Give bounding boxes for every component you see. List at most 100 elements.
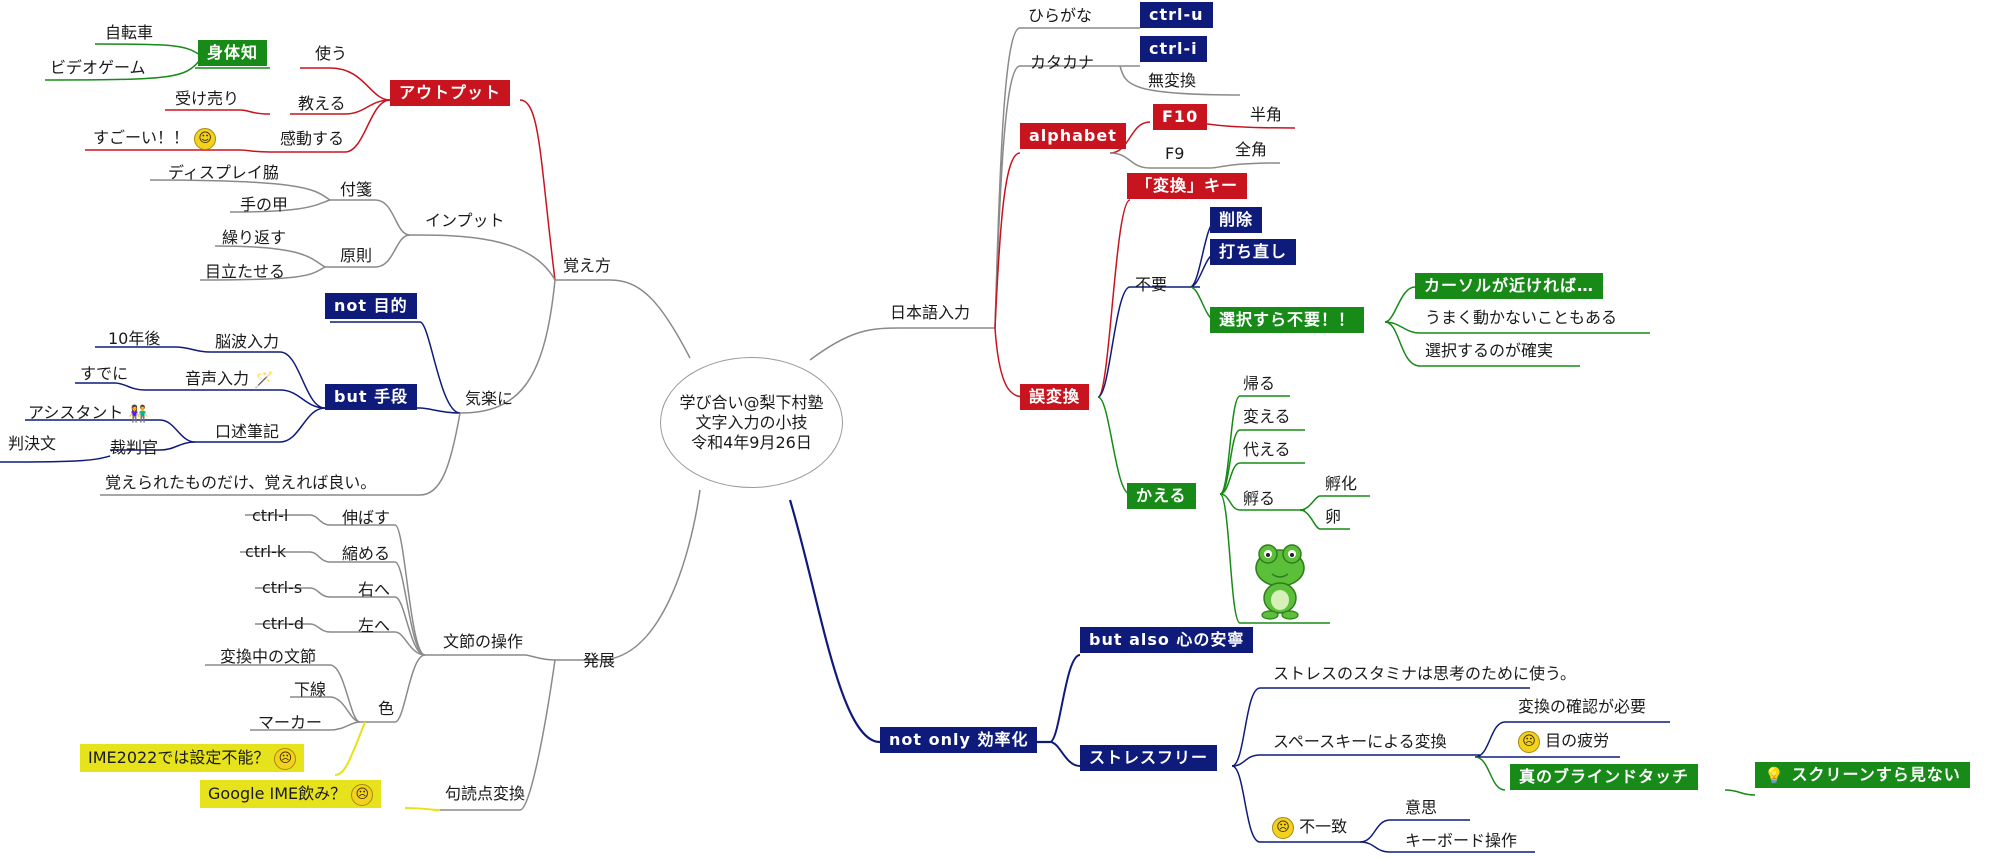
node-sugoi[interactable]: すごーい！！ ☺ [93, 127, 217, 150]
node-hiragana[interactable]: ひらがな [1028, 6, 1093, 25]
node-marker[interactable]: マーカー [258, 713, 323, 732]
node-ctrl-u[interactable]: ctrl-u [1140, 2, 1213, 28]
node-kaeru2[interactable]: 変える [1243, 407, 1291, 426]
node-ctrl-s[interactable]: ctrl-s [262, 578, 303, 597]
node-ime2022[interactable]: IME2022では設定不能？ ☹ [80, 744, 305, 772]
tired-face-icon: ☹ [1518, 730, 1540, 753]
node-henkankey[interactable]: 「変換」キー [1127, 173, 1248, 199]
node-zenkaku[interactable]: 全角 [1235, 140, 1268, 159]
node-stressfree[interactable]: ストレスフリー [1080, 745, 1218, 771]
node-gensoku[interactable]: 原則 [340, 246, 373, 265]
people-icon: 👫 [128, 403, 149, 423]
node-oboerareta[interactable]: 覚えられたものだけ、覚えれば良い。 [105, 473, 377, 492]
node-kiraku[interactable]: 気楽に [465, 389, 514, 408]
node-chijimeru[interactable]: 縮める [342, 544, 391, 563]
node-fuka[interactable]: 孵化 [1325, 474, 1358, 493]
node-fuyou[interactable]: 不要 [1135, 275, 1168, 294]
sad-face-icon: ☹ [351, 783, 374, 806]
node-hirou[interactable]: ☹ 目の疲労 [1518, 730, 1609, 753]
magic-wand-icon: 🪄 [254, 369, 275, 389]
node-sakujo[interactable]: 削除 [1210, 207, 1263, 233]
node-ctrl-k[interactable]: ctrl-k [245, 542, 287, 561]
node-stamina[interactable]: ストレスのスタミナは思考のために使う。 [1273, 664, 1577, 683]
node-bunsetsu[interactable]: 文節の操作 [443, 632, 524, 651]
node-katakana[interactable]: カタカナ [1030, 53, 1095, 72]
node-medataseru[interactable]: 目立たせる [205, 262, 286, 281]
node-muhenkan[interactable]: 無変換 [1148, 71, 1197, 90]
node-kaeru1[interactable]: 帰る [1243, 374, 1276, 393]
node-shintaichi[interactable]: 身体知 [198, 40, 268, 66]
onsei-label: 音声入力 [185, 369, 250, 388]
node-googleime[interactable]: Google IME飲み？ ☹ [200, 780, 382, 808]
node-blindtouch[interactable]: 真のブラインドタッチ [1510, 764, 1699, 790]
node-kakunin[interactable]: 変換の確認が必要 [1518, 697, 1647, 716]
node-display[interactable]: ディスプレイ脇 [168, 163, 279, 182]
node-sudeni[interactable]: すでに [80, 364, 129, 383]
node-hanketsu[interactable]: 判決文 [8, 434, 57, 453]
node-sentakusuru[interactable]: 選択するのが確実 [1425, 341, 1554, 360]
node-notmokuteki[interactable]: not 目的 [325, 293, 417, 319]
sugoi-label: すごーい！！ [93, 128, 190, 147]
node-junen[interactable]: 10年後 [108, 329, 161, 348]
node-f9[interactable]: F9 [1165, 144, 1185, 163]
node-saibankan[interactable]: 裁判官 [110, 438, 159, 457]
node-f10[interactable]: F10 [1153, 104, 1208, 130]
node-kandou[interactable]: 感動する [280, 129, 345, 148]
node-spacekey[interactable]: スペースキーによる変換 [1273, 732, 1447, 751]
node-hidari[interactable]: 左へ [358, 616, 391, 635]
node-fuicchi[interactable]: ☹ 不一致 [1272, 816, 1347, 839]
central-topic[interactable]: 学び合い@梨下村塾 文字入力の小技 令和4年9月26日 [660, 357, 843, 488]
node-gohenkan[interactable]: 誤変換 [1020, 384, 1090, 410]
node-onsei[interactable]: 音声入力 🪄 [185, 368, 274, 391]
central-title: 学び合い@梨下村塾 [679, 392, 824, 412]
node-tamago[interactable]: 卵 [1325, 507, 1342, 526]
node-nihongo[interactable]: 日本語入力 [890, 303, 971, 322]
node-jitensha[interactable]: 自転車 [105, 23, 154, 42]
node-kasen[interactable]: 下線 [294, 680, 327, 699]
node-oboekata[interactable]: 覚え方 [563, 256, 612, 275]
node-hatten[interactable]: 発展 [583, 651, 616, 670]
node-ukeuri[interactable]: 受け売り [175, 89, 240, 108]
node-hankaku[interactable]: 半角 [1250, 105, 1283, 124]
fuicchi-label: 不一致 [1299, 817, 1348, 836]
node-input[interactable]: インプット [425, 211, 505, 230]
node-notonly[interactable]: not only 効率化 [880, 727, 1038, 753]
node-kurikaesu[interactable]: 繰り返す [222, 228, 287, 247]
lightbulb-icon: 💡 [1764, 765, 1785, 785]
confused-face-icon: ☹ [1272, 816, 1294, 839]
node-henkanchu[interactable]: 変換中の文節 [220, 647, 317, 666]
node-nobasu[interactable]: 伸ばす [342, 508, 391, 527]
node-butshudan[interactable]: but 手段 [325, 384, 418, 410]
node-ctrl-l[interactable]: ctrl-l [252, 506, 289, 525]
node-keyboard[interactable]: キーボード操作 [1405, 831, 1518, 850]
node-videogame[interactable]: ビデオゲーム [50, 58, 146, 77]
node-butalso[interactable]: but also 心の安寧 [1080, 627, 1254, 653]
node-sentakusura[interactable]: 選択すら不要！！ [1210, 307, 1365, 333]
node-screen[interactable]: 💡 スクリーンすら見ない [1755, 762, 1970, 788]
node-kaeru[interactable]: かえる [1127, 483, 1196, 509]
node-alphabet[interactable]: alphabet [1020, 123, 1126, 149]
node-fusen[interactable]: 付箋 [340, 180, 373, 199]
node-koujutsu[interactable]: 口述筆記 [215, 422, 280, 441]
node-iro[interactable]: 色 [378, 699, 395, 718]
node-kaeru4[interactable]: 孵る [1243, 489, 1276, 508]
node-output[interactable]: アウトプット [390, 80, 511, 106]
googleime-label: Google IME飲み？ [208, 784, 347, 803]
frog-icon [1255, 544, 1305, 620]
node-ctrl-d[interactable]: ctrl-d [262, 614, 305, 633]
node-migi[interactable]: 右へ [358, 580, 391, 599]
node-tsukau[interactable]: 使う [315, 44, 348, 63]
central-date: 令和4年9月26日 [691, 432, 812, 452]
node-oshieru[interactable]: 教える [298, 94, 346, 113]
node-ishi[interactable]: 意思 [1405, 798, 1438, 817]
node-umaku[interactable]: うまく動かないこともある [1425, 308, 1618, 327]
node-kaeru3[interactable]: 代える [1243, 440, 1291, 459]
node-ctrl-i[interactable]: ctrl-i [1140, 36, 1207, 62]
node-tenoko[interactable]: 手の甲 [240, 195, 289, 214]
node-assistant[interactable]: アシスタント 👫 [28, 402, 148, 425]
node-uchinaoshi[interactable]: 打ち直し [1210, 239, 1297, 265]
node-nouha[interactable]: 脳波入力 [215, 332, 280, 351]
node-kutouten[interactable]: 句読点変換 [445, 784, 526, 803]
node-cursor[interactable]: カーソルが近ければ… [1415, 273, 1604, 299]
